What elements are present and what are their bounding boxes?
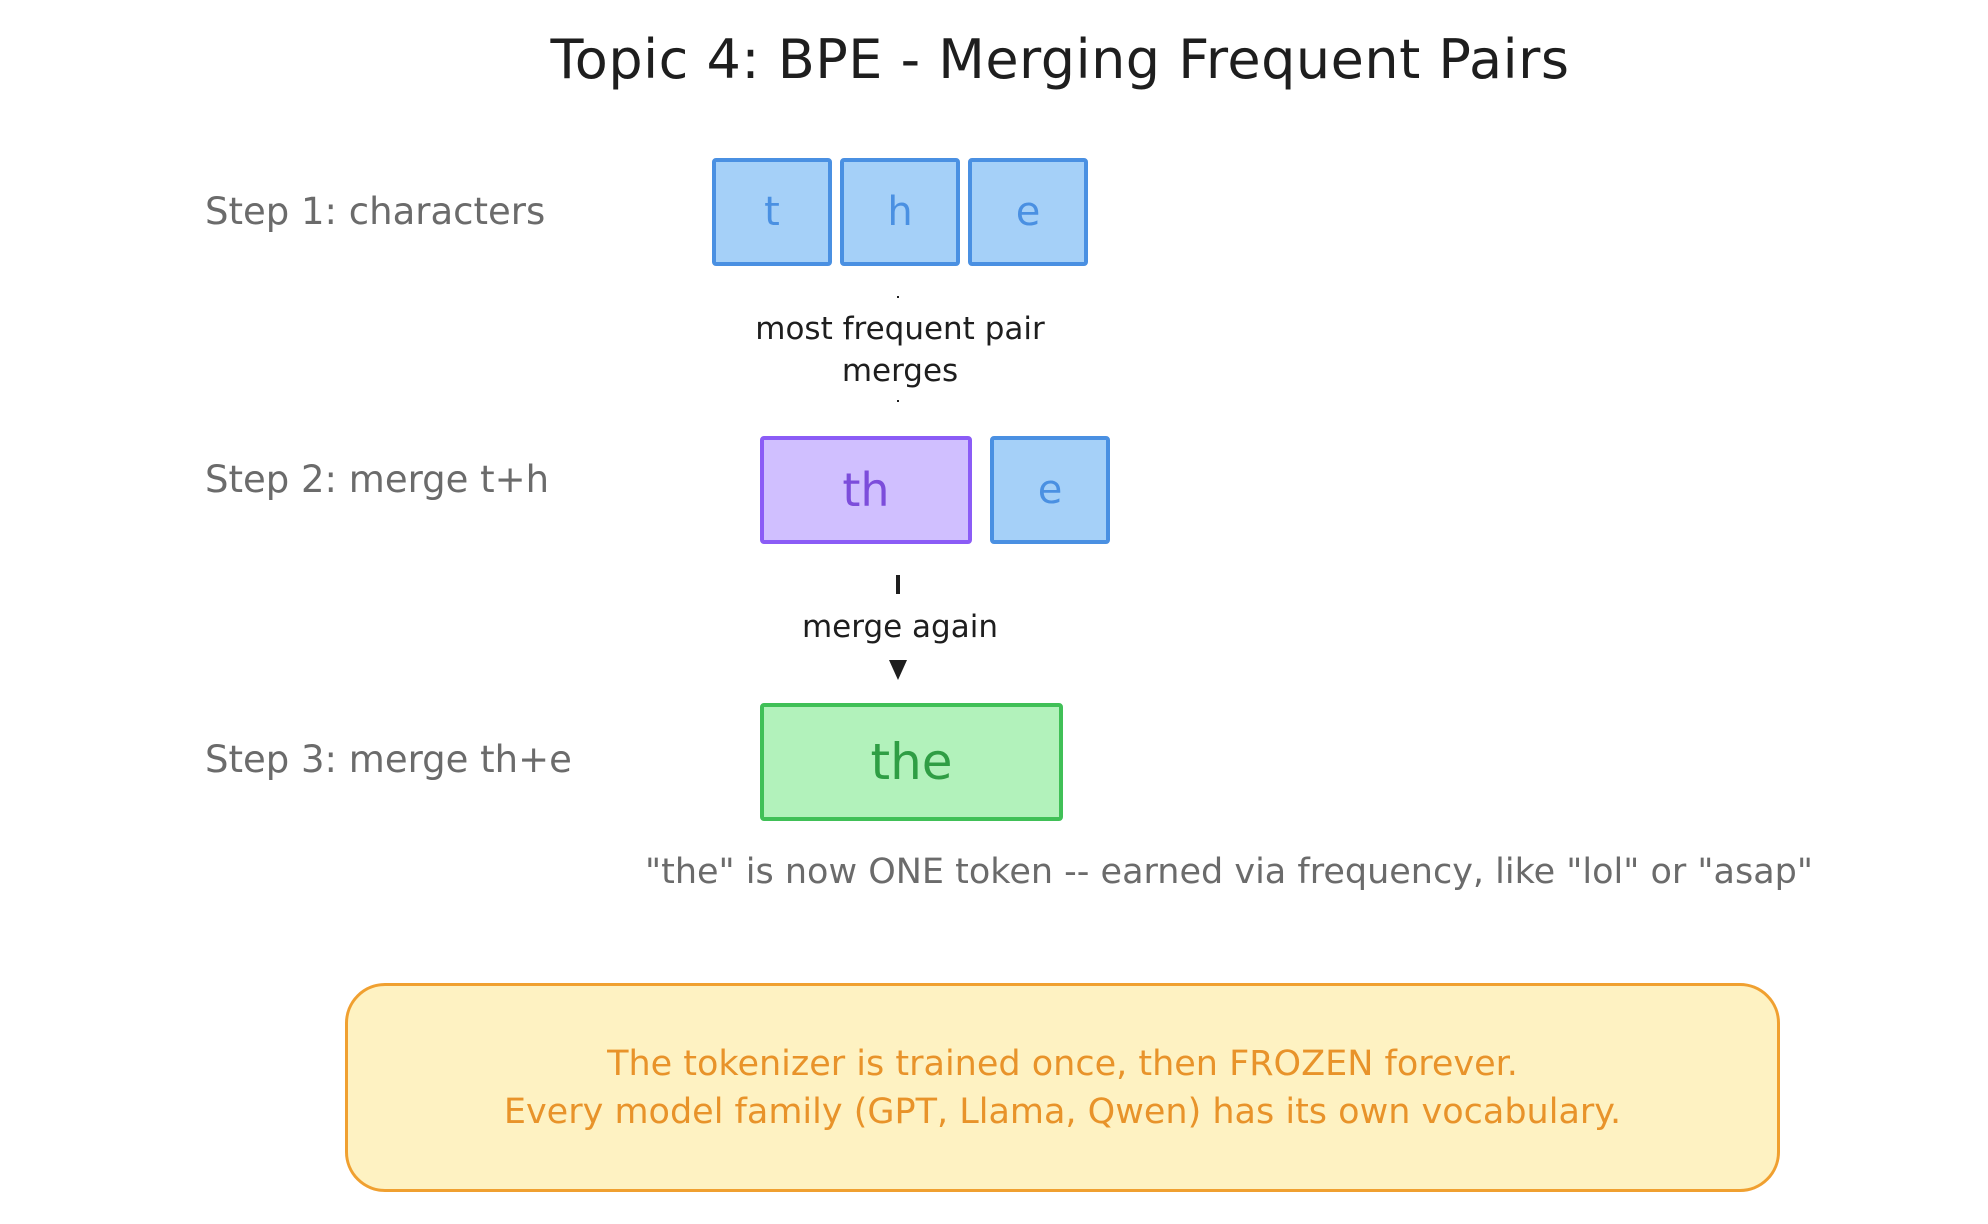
- token-the-text: the: [870, 733, 953, 791]
- token-h-text: h: [887, 189, 913, 235]
- frequency-note: "the" is now ONE token -- earned via fre…: [645, 852, 1813, 892]
- token-e-step1: e: [968, 158, 1088, 266]
- step-3-label: Step 3: merge th+e: [205, 738, 572, 781]
- token-th: th: [760, 436, 972, 544]
- arrow-2-label: merge again: [801, 609, 998, 645]
- frozen-callout: The tokenizer is trained once, then FROZ…: [345, 983, 1780, 1192]
- token-t: t: [712, 158, 832, 266]
- token-t-text: t: [764, 189, 780, 235]
- callout-line-1: The tokenizer is trained once, then FROZ…: [607, 1043, 1518, 1084]
- diagram-title: Topic 4: BPE - Merging Frequent Pairs: [550, 28, 1570, 91]
- arrow-1-label-line2: merges: [841, 353, 959, 389]
- arrow-1-label: most frequent pair merges: [700, 308, 1100, 392]
- step-1-label: Step 1: characters: [205, 190, 546, 233]
- arrow-2-head: [889, 660, 907, 680]
- token-e-step2: e: [990, 436, 1110, 544]
- token-e-step2-text: e: [1037, 467, 1063, 513]
- token-the: the: [760, 703, 1063, 821]
- step-2-label: Step 2: merge t+h: [205, 458, 550, 501]
- callout-line-2: Every model family (GPT, Llama, Qwen) ha…: [503, 1091, 1622, 1132]
- token-e-step1-text: e: [1015, 189, 1041, 235]
- token-th-text: th: [842, 463, 890, 517]
- token-h: h: [840, 158, 960, 266]
- arrow-1-label-line1: most frequent pair: [755, 311, 1045, 347]
